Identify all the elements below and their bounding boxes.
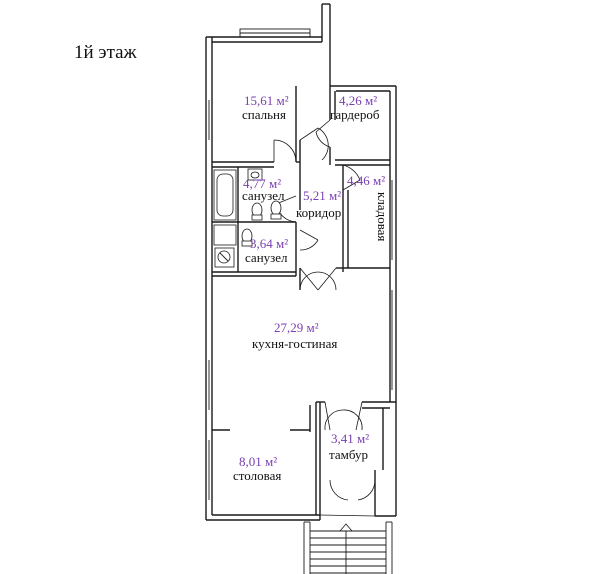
kitchen-name: кухня-гостиная (252, 336, 337, 351)
vestibule-area: 3,41 м² (331, 431, 369, 446)
windows (208, 100, 393, 500)
wardrobe-area: 4,26 м² (339, 93, 377, 108)
pantry-area: 4,46 м² (347, 173, 385, 188)
bathroom-fixtures (213, 168, 282, 268)
bath2-area: 3,64 м² (250, 236, 288, 251)
pantry-name: кладовая (375, 192, 390, 241)
corridor-name: коридор (296, 205, 341, 220)
bath1-name: санузел (242, 188, 285, 203)
corridor-area: 5,21 м² (303, 188, 341, 203)
bath1-area: 4,77 м² (243, 176, 281, 191)
bath2-name: санузел (245, 250, 288, 265)
room-labels: 15,61 м² спальня 4,26 м² гардероб 4,77 м… (233, 93, 390, 483)
outer-walls (205, 3, 397, 521)
floor-title: 1й этаж (74, 42, 138, 63)
bedroom-area: 15,61 м² (244, 93, 289, 108)
dining-area: 8,01 м² (239, 454, 277, 469)
dining-name: столовая (233, 468, 281, 483)
kitchen-area: 27,29 м² (274, 320, 319, 335)
vestibule-name: тамбур (329, 447, 368, 462)
entrance-stairs (303, 521, 393, 574)
bedroom-name: спальня (242, 107, 286, 122)
wardrobe-name: гардероб (330, 107, 380, 122)
